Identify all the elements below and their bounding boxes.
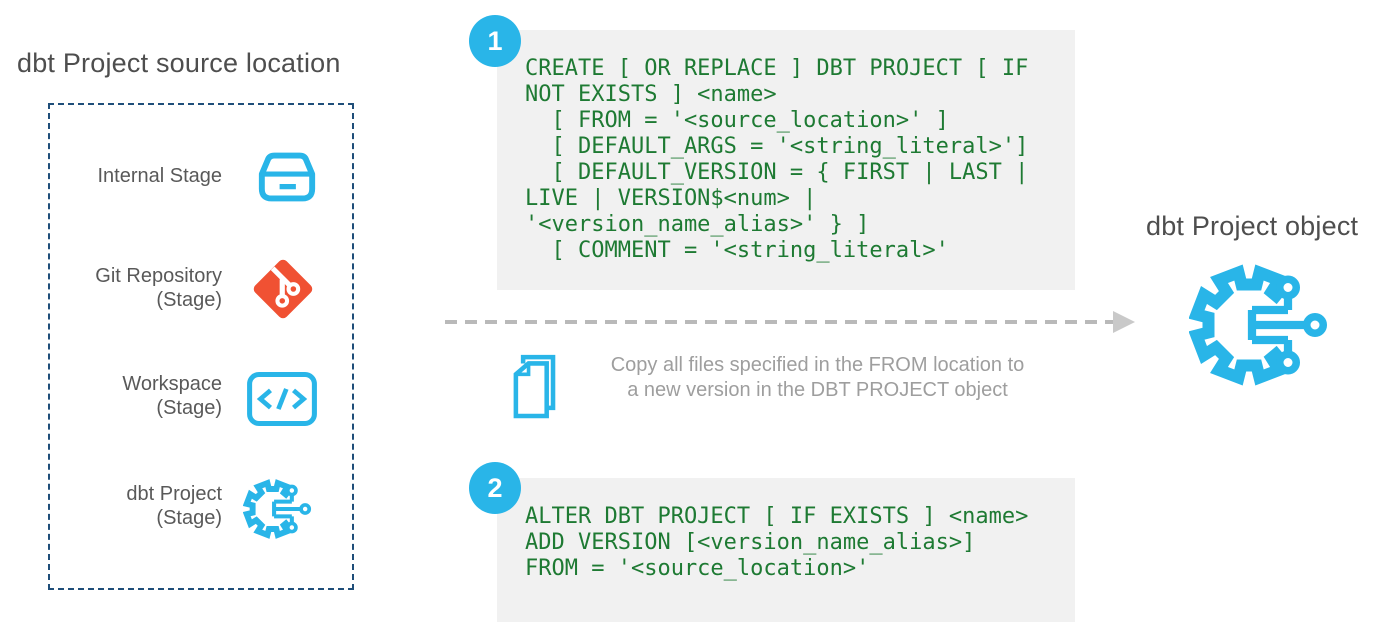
source-location-title: dbt Project source location bbox=[17, 48, 341, 78]
dashed-arrow-line bbox=[445, 320, 1113, 324]
create-dbt-project-code: CREATE [ OR REPLACE ] DBT PROJECT [ IF N… bbox=[497, 30, 1075, 290]
dbt-project-stage-label: dbt Project (Stage) bbox=[126, 483, 222, 529]
step-2-badge: 2 bbox=[469, 462, 521, 514]
git-repository-icon bbox=[253, 259, 313, 319]
arrow-right-icon bbox=[1113, 311, 1135, 333]
copy-files-note: Copy all files specified in the FROM loc… bbox=[610, 354, 1025, 401]
dbt-project-object-title: dbt Project object bbox=[1146, 211, 1359, 241]
source-location-box bbox=[48, 103, 354, 590]
dbt-project-object-gear-icon bbox=[1183, 250, 1345, 400]
alter-dbt-project-code: ALTER DBT PROJECT [ IF EXISTS ] <name> A… bbox=[497, 478, 1075, 622]
internal-stage-icon bbox=[258, 152, 316, 202]
workspace-code-icon bbox=[247, 372, 317, 426]
internal-stage-label: Internal Stage bbox=[97, 165, 222, 187]
step-1-badge: 1 bbox=[469, 15, 521, 67]
git-repository-label: Git Repository (Stage) bbox=[95, 265, 222, 311]
workspace-label: Workspace (Stage) bbox=[122, 373, 222, 419]
copy-files-icon bbox=[513, 354, 556, 419]
dbt-project-gear-icon bbox=[240, 472, 320, 546]
